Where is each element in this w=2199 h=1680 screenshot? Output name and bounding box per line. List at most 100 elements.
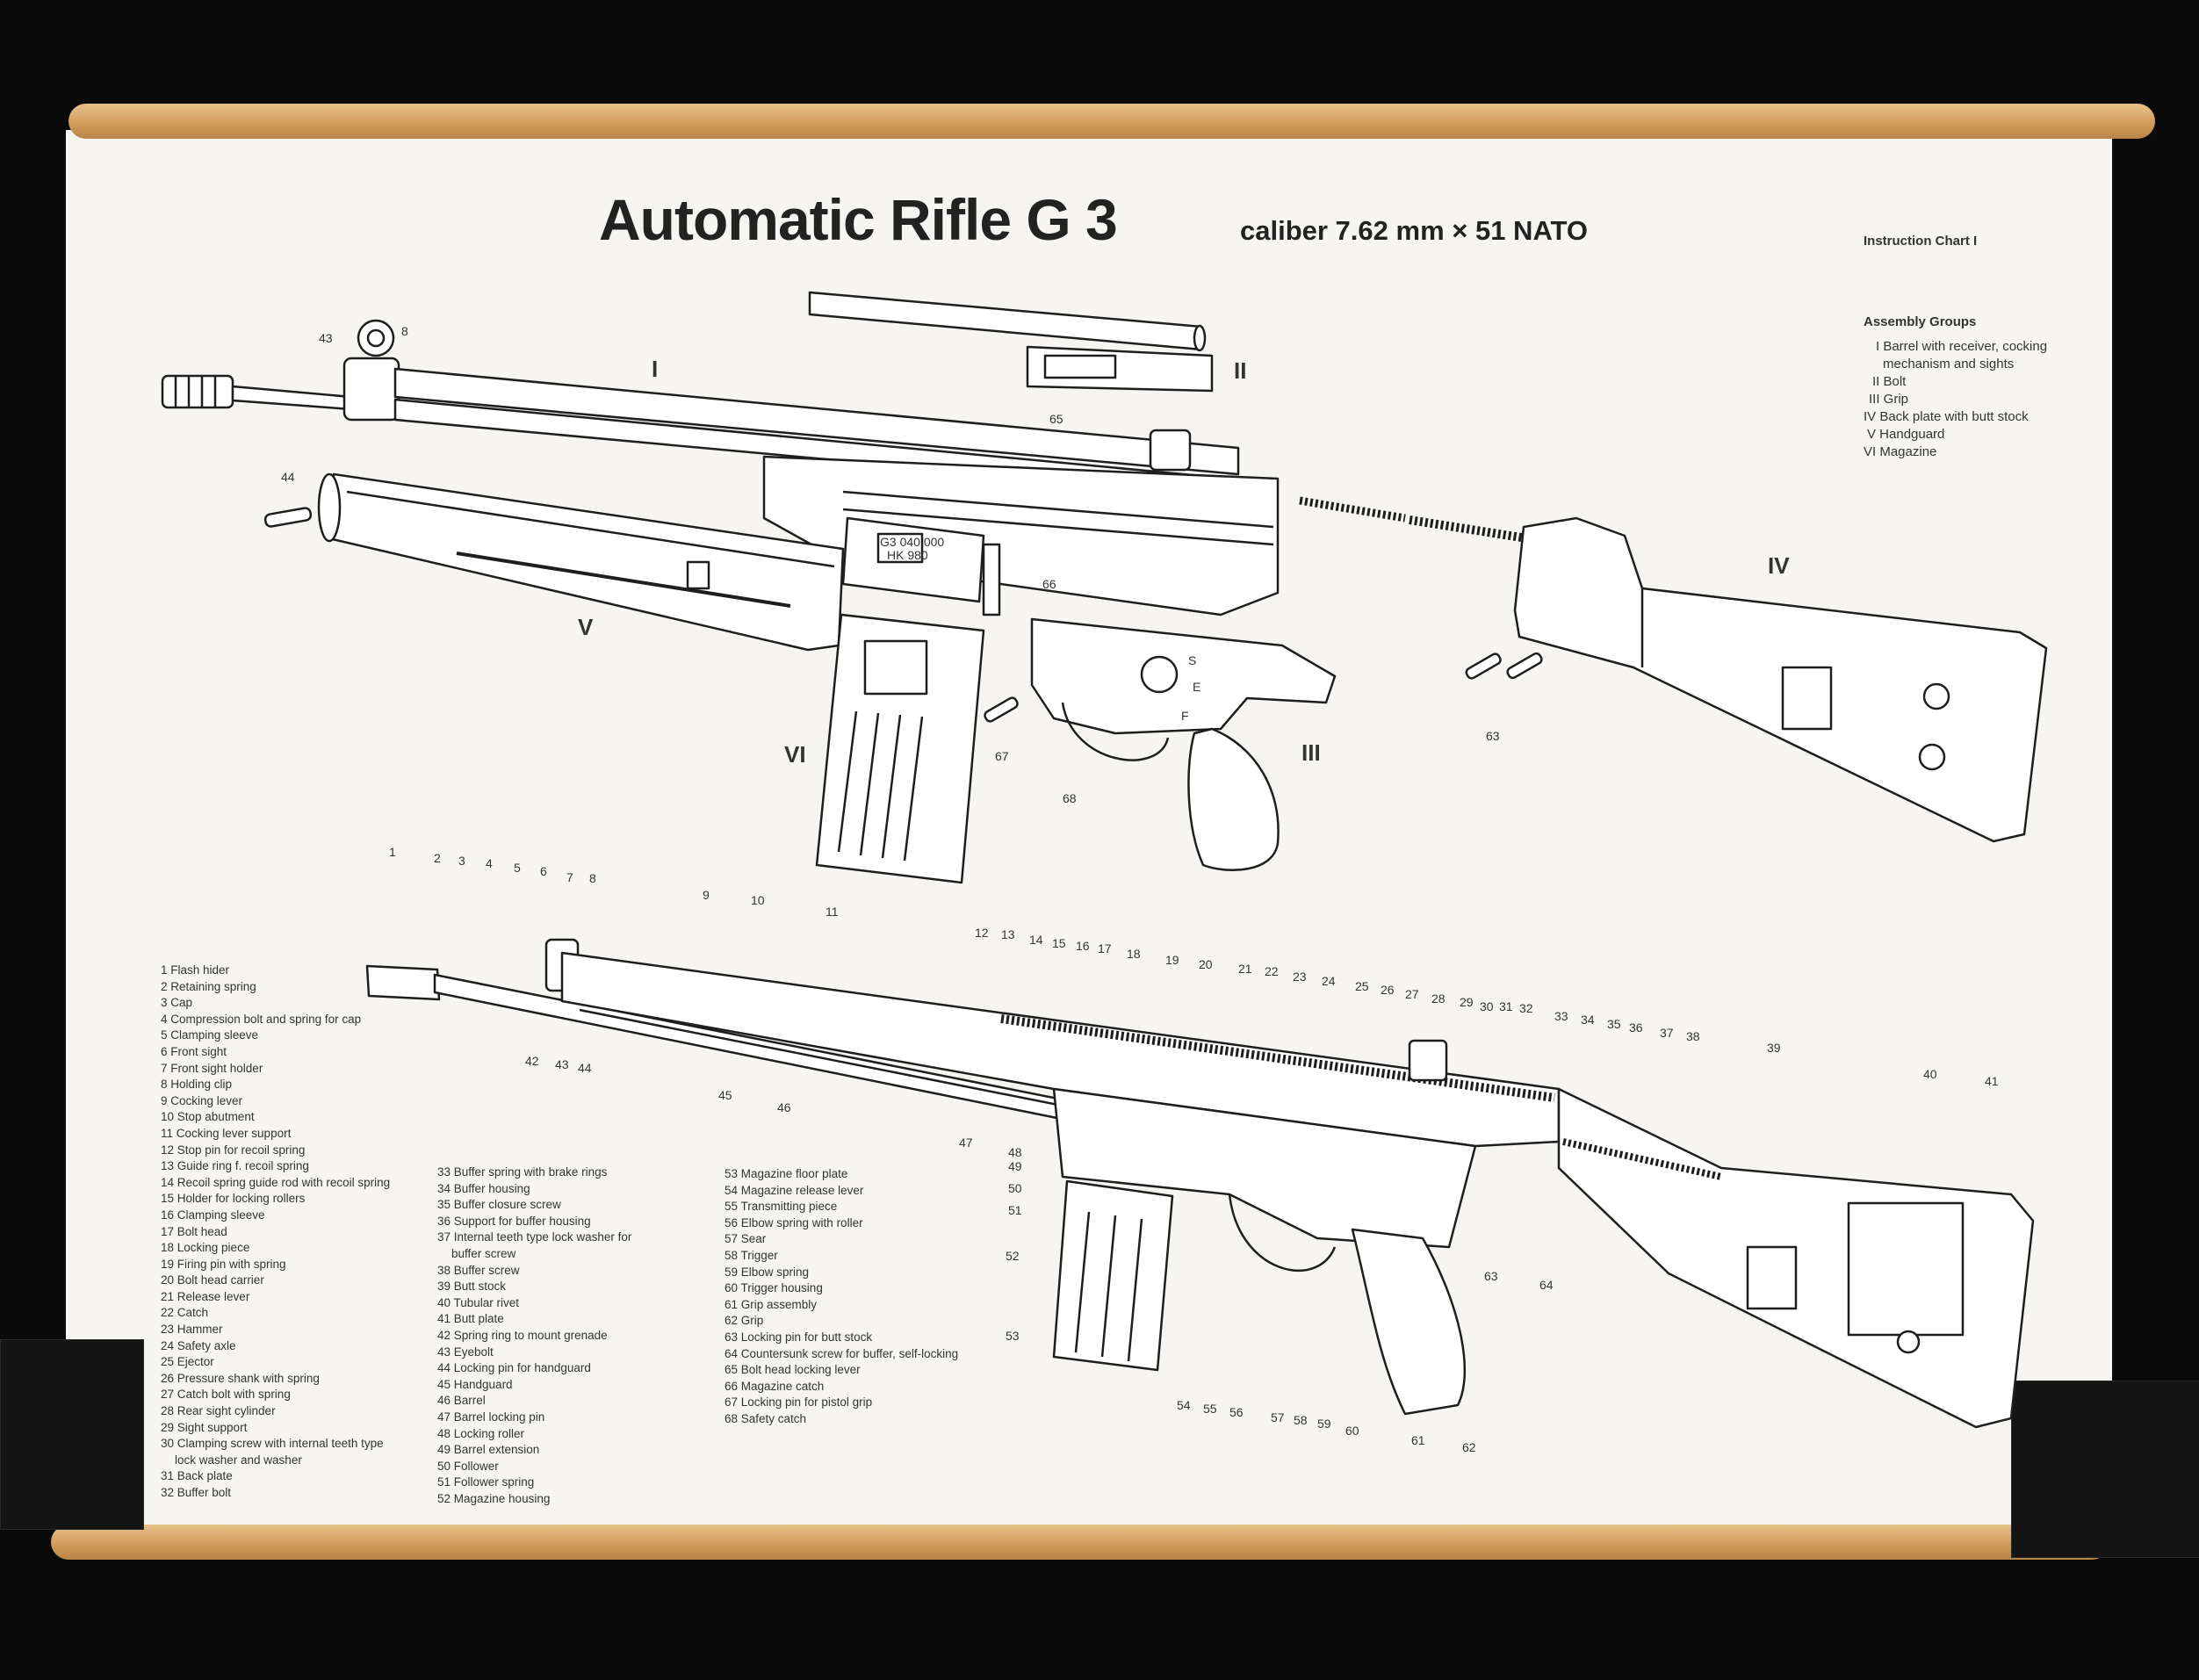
legend-entry: 20 Bolt head carrier	[161, 1273, 264, 1287]
legend-entry: 64 Countersunk screw for buffer, self-lo…	[725, 1346, 959, 1360]
legend-entry: 7 Front sight holder	[161, 1061, 263, 1075]
legend-entry: 22 Catch	[161, 1306, 209, 1320]
callout-number: 63	[1484, 1269, 1498, 1283]
legend-entry: buffer screw	[451, 1246, 516, 1260]
legend-entry: 18 Locking piece	[161, 1241, 250, 1255]
callout-number: 27	[1405, 987, 1419, 1001]
legend-entry: 37 Internal teeth type lock washer for	[437, 1230, 632, 1244]
callout-number: 43	[555, 1057, 569, 1071]
roman-label-ii: II	[1234, 357, 1246, 384]
legend-entry: 58 Trigger	[725, 1248, 778, 1262]
legend-entry: 8 Holding clip	[161, 1078, 233, 1092]
legend-entry: 25 Ejector	[161, 1355, 214, 1369]
group-v-handguard	[263, 472, 845, 652]
callout-number: 56	[1229, 1405, 1244, 1419]
legend-entry: 42 Spring ring to mount grenade	[437, 1328, 608, 1342]
magazine-stamp-line-1: G3 040 000	[880, 535, 944, 549]
callout-number: 29	[1460, 995, 1474, 1009]
legend-entry: 23 Hammer	[161, 1323, 223, 1337]
roman-label-vi: VI	[784, 741, 806, 768]
callout-number: 2	[434, 851, 441, 865]
assembly-group-item: I Barrel with receiver, cocking	[1876, 339, 2048, 354]
group-iv-buttstock	[1299, 496, 2048, 843]
callout-number: 5	[514, 861, 521, 875]
callout-number: 42	[525, 1054, 539, 1068]
legend-entry: 14 Recoil spring guide rod with recoil s…	[161, 1175, 391, 1189]
assembly-group-item: II Bolt	[1872, 374, 1907, 389]
legend-entry: 5 Clamping sleeve	[161, 1028, 259, 1042]
legend-entry: 30 Clamping screw with internal teeth ty…	[161, 1437, 384, 1451]
legend-entry: 50 Follower	[437, 1459, 499, 1473]
callout-number: 23	[1293, 970, 1307, 984]
group-ii-bolt	[808, 291, 1214, 393]
callout-number: 6	[540, 864, 547, 878]
callout-number: 41	[1985, 1074, 1999, 1088]
callout-number: 32	[1519, 1001, 1533, 1015]
group-vi-magazine	[815, 613, 1019, 884]
callout-number: 28	[1431, 991, 1446, 1006]
legend-entry: 10 Stop abutment	[161, 1110, 255, 1124]
callout-number: 15	[1052, 936, 1066, 950]
callout-number: 19	[1165, 953, 1179, 967]
callout-number: 55	[1203, 1402, 1217, 1416]
callout-number: 51	[1008, 1203, 1022, 1217]
legend-entry: 36 Support for buffer housing	[437, 1214, 591, 1228]
legend-entry: 66 Magazine catch	[725, 1379, 825, 1393]
legend-entry: 31 Back plate	[161, 1469, 233, 1483]
part-number: 43	[319, 331, 333, 345]
legend-entry: 21 Release lever	[161, 1289, 250, 1303]
callout-number: 9	[703, 888, 710, 902]
callout-number: 24	[1322, 974, 1336, 988]
assembly-group-item: mechanism and sights	[1883, 357, 2015, 371]
part-number: 67	[995, 749, 1009, 763]
callout-number: 57	[1271, 1410, 1285, 1424]
callout-number: 33	[1554, 1009, 1568, 1023]
legend-entry: 27 Catch bolt with spring	[161, 1388, 291, 1402]
callout-number: 40	[1923, 1067, 1937, 1081]
callout-number: 11	[826, 905, 839, 919]
callout-number: 12	[975, 926, 989, 940]
group-iii-grip: S E F	[1030, 617, 1337, 871]
assembly-groups: Assembly Groups I Barrel with receiver, …	[1864, 314, 2083, 461]
assembly-group-item: III Grip	[1869, 392, 1909, 407]
legend-entry: 1 Flash hider	[161, 963, 230, 977]
part-number: 68	[1063, 791, 1077, 805]
callout-number: 38	[1686, 1029, 1700, 1043]
callout-number: 61	[1411, 1433, 1425, 1447]
part-number: 63	[1486, 729, 1500, 743]
legend-entry: 19 Firing pin with spring	[161, 1257, 286, 1271]
callout-number: 59	[1317, 1417, 1331, 1431]
selector-letter-full: F	[1181, 709, 1189, 723]
callout-number: 3	[458, 854, 465, 868]
legend-entry: 49 Barrel extension	[437, 1443, 540, 1457]
callout-number: 48	[1008, 1145, 1022, 1159]
callout-number: 13	[1001, 927, 1015, 941]
legend-entry: 12 Stop pin for recoil spring	[161, 1143, 306, 1157]
part-number: 44	[281, 470, 295, 484]
callout-number: 26	[1381, 983, 1395, 997]
legend-entry: 52 Magazine housing	[437, 1491, 551, 1505]
callout-number: 7	[566, 870, 573, 884]
legend-entry: 47 Barrel locking pin	[437, 1410, 545, 1424]
legend-entry: 59 Elbow spring	[725, 1265, 810, 1279]
legend-entry: 29 Sight support	[161, 1420, 248, 1434]
assembly-group-item: IV Back plate with butt stock	[1864, 409, 2029, 424]
legend-entry: 2 Retaining spring	[161, 979, 256, 993]
callout-number: 58	[1294, 1413, 1308, 1427]
legend-entry: 43 Eyebolt	[437, 1345, 494, 1359]
assembly-groups-heading: Assembly Groups	[1864, 314, 1977, 329]
callout-number: 44	[578, 1061, 592, 1075]
legend-entry: 45 Handguard	[437, 1377, 513, 1391]
poster-subtitle: caliber 7.62 mm × 51 NATO	[1240, 215, 1589, 246]
callout-number: 22	[1265, 964, 1279, 978]
callout-number: 64	[1539, 1278, 1554, 1292]
callout-number: 16	[1076, 939, 1090, 953]
legend-entry: 67 Locking pin for pistol grip	[725, 1395, 873, 1410]
legend-entry: 32 Buffer bolt	[161, 1486, 232, 1499]
top-hanging-rod	[68, 104, 2155, 139]
selector-letter-semi: E	[1193, 680, 1200, 694]
poster-title: Automatic Rifle G 3	[599, 187, 1118, 252]
